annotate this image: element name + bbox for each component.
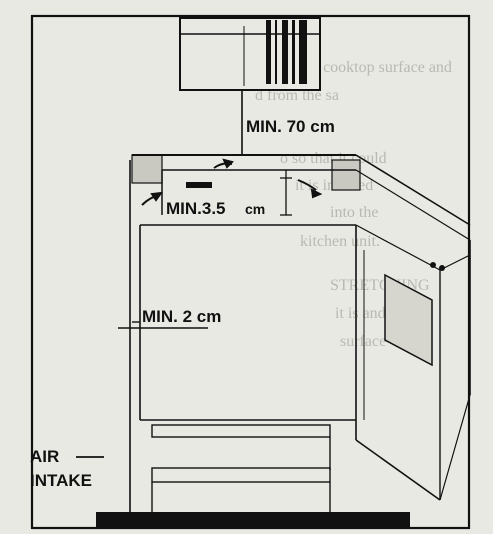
drawers (140, 419, 356, 512)
label-min-70: MIN. 70 cm (246, 117, 335, 136)
label-min-3-5-unit: cm (245, 201, 265, 217)
ghost-text-line: surface (340, 333, 386, 350)
ghost-text-line: into the (330, 204, 378, 221)
worktop (131, 154, 471, 241)
cooktop (186, 170, 292, 216)
floor-bar (96, 512, 410, 528)
label-intake: INTAKE (30, 471, 92, 490)
ghost-text-line: d from the sa (255, 87, 339, 104)
ghost-text-line: kitchen unit. (300, 233, 380, 250)
airflow-arrows (141, 158, 323, 206)
label-air: AIR (30, 447, 59, 466)
ghost-text-line: it is and (335, 305, 386, 322)
label-min-2: MIN. 2 cm (142, 307, 221, 326)
label-min-3-5: MIN.3.5 (166, 199, 226, 218)
oven-body (139, 224, 471, 501)
outer-frame (30, 14, 471, 530)
range-hood (179, 17, 321, 91)
